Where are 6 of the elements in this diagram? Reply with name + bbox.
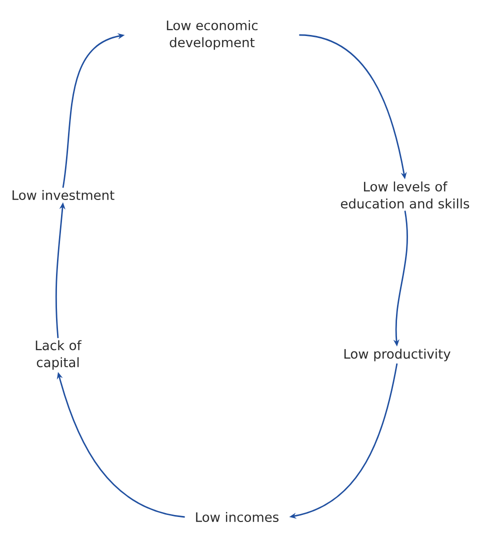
cycle-label: Low economic development xyxy=(166,20,258,50)
cycle-label: Low levels of education and skills xyxy=(340,181,470,209)
cycle-label: Low incomes xyxy=(196,512,278,522)
cycle-label: Low productivity xyxy=(344,348,450,362)
cycle-label: Low investment xyxy=(12,190,114,200)
cycle-label: Lack of capital xyxy=(36,340,82,370)
